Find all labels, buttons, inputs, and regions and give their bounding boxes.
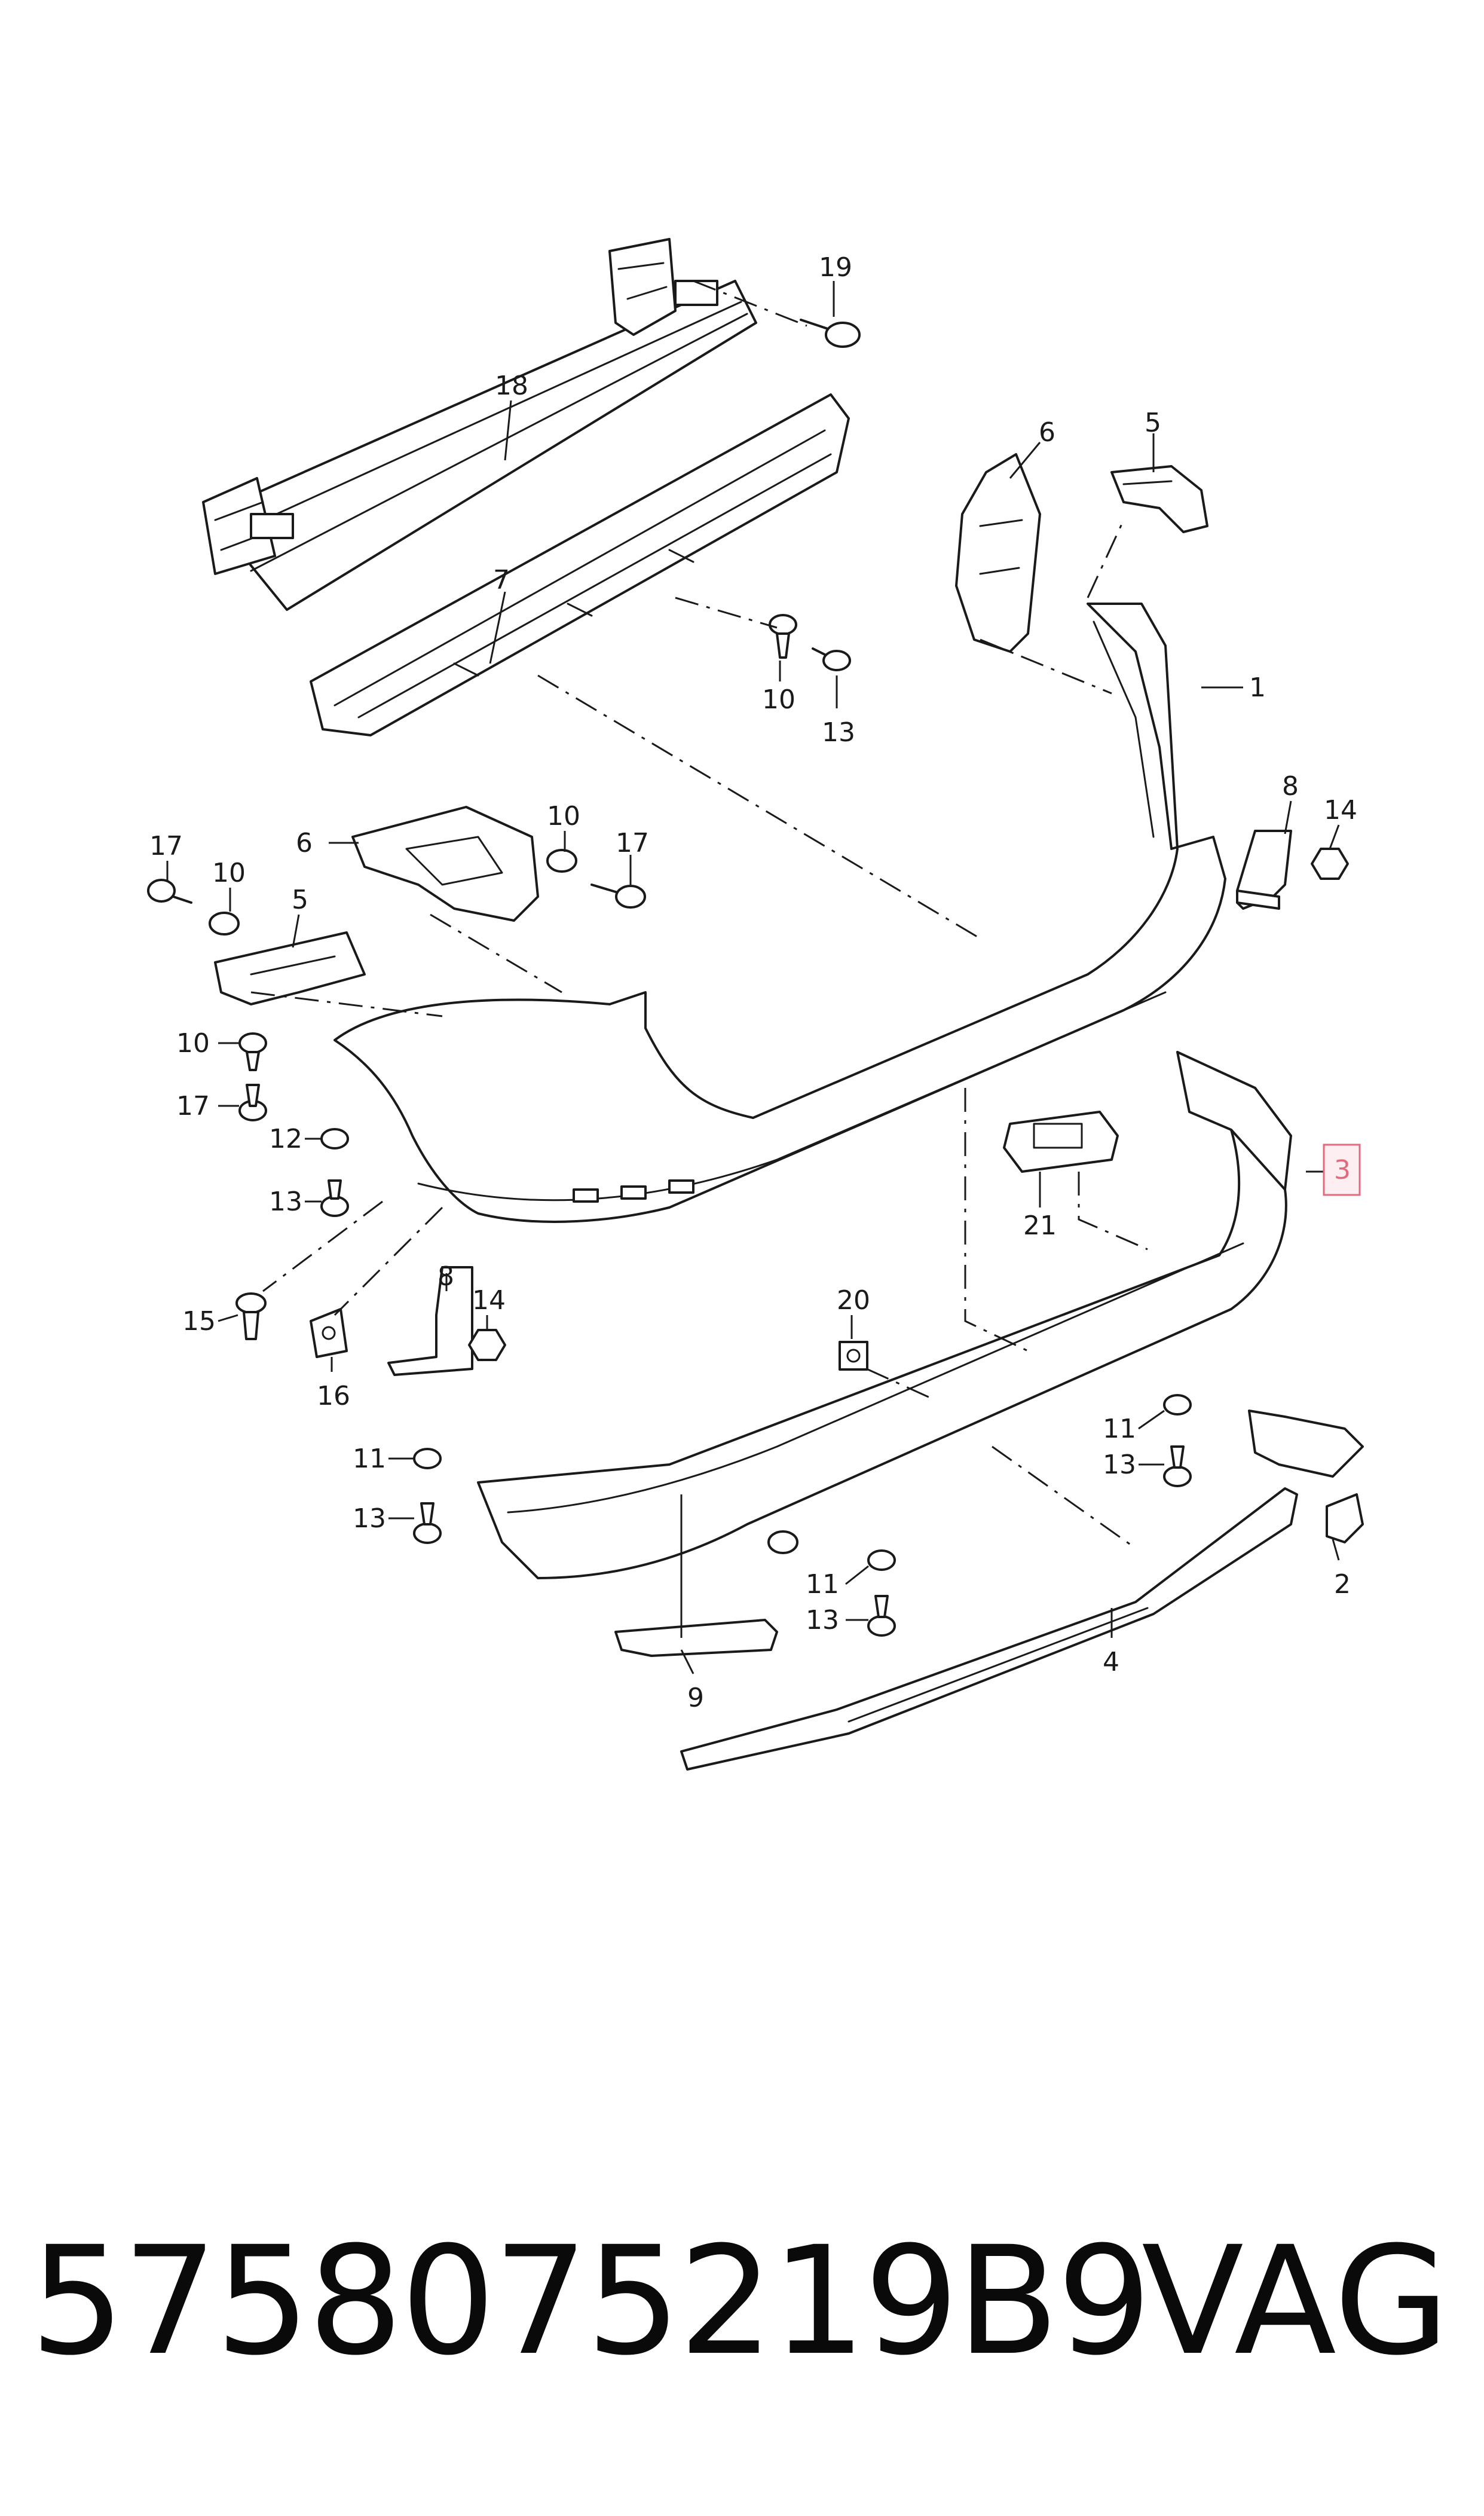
part-4-diffuser-trim bbox=[680, 1487, 1298, 1771]
part-7-absorber bbox=[310, 393, 850, 736]
callout-6-left: 6 bbox=[296, 828, 313, 858]
callout-10-upper: 10 bbox=[547, 801, 580, 831]
part-6-left-bracket bbox=[351, 806, 539, 922]
callout-21: 21 bbox=[1023, 1210, 1057, 1241]
part-2-end-cap bbox=[1248, 1410, 1364, 1543]
callout-17-left: 17 bbox=[149, 831, 183, 861]
callout-13-right: 13 bbox=[1103, 1450, 1136, 1480]
callout-2: 2 bbox=[1334, 1569, 1351, 1600]
brand-label: VAG bbox=[1142, 2214, 1450, 2388]
callout-5-right: 5 bbox=[1145, 408, 1161, 438]
part-9-trim-strip bbox=[614, 1619, 778, 1657]
callout-12: 12 bbox=[269, 1124, 302, 1154]
callout-4: 4 bbox=[1103, 1647, 1119, 1677]
callout-14-right: 14 bbox=[1324, 795, 1357, 826]
callout-11-right: 11 bbox=[1103, 1414, 1136, 1444]
callout-13-bottom-left: 13 bbox=[353, 1503, 386, 1534]
part-16-nut-clip bbox=[310, 1308, 348, 1358]
callout-16: 16 bbox=[317, 1381, 350, 1411]
part-6-right-bracket bbox=[955, 453, 1041, 653]
part-15-rivet bbox=[235, 1292, 267, 1340]
part-5-right-guide bbox=[1110, 465, 1208, 533]
callout-10-top: 10 bbox=[762, 684, 795, 715]
footer: 5758075219B9 VAG bbox=[0, 2212, 1484, 2391]
callout-labels: 19 18 6 5 7 10 13 1 8 14 6 10 17 17 10 5… bbox=[149, 252, 1361, 1713]
callout-3[interactable]: 3 bbox=[1334, 1155, 1351, 1185]
callout-11-bottom-left: 11 bbox=[353, 1444, 386, 1474]
part-number: 5758075219B9 bbox=[30, 2214, 1152, 2388]
callout-9: 9 bbox=[687, 1683, 704, 1713]
part-21-cover-plate bbox=[1003, 1111, 1119, 1173]
assembly-lines bbox=[250, 280, 1148, 1549]
part-3-bumper-cover-lower bbox=[477, 1051, 1292, 1579]
callout-13-bottom-mid: 13 bbox=[806, 1605, 839, 1635]
callout-17-lower: 17 bbox=[176, 1091, 210, 1121]
callout-3-highlight bbox=[1323, 1144, 1361, 1196]
callout-5-left: 5 bbox=[292, 885, 308, 915]
part-8-14-left-bracket-nut bbox=[387, 1266, 506, 1376]
leader-lines bbox=[166, 281, 1340, 1674]
part-19-screw bbox=[800, 319, 861, 348]
callout-13-left: 13 bbox=[269, 1187, 302, 1217]
callout-19: 19 bbox=[819, 252, 852, 283]
part-1-bumper-cover-upper bbox=[333, 603, 1226, 1223]
callout-8-left: 8 bbox=[437, 1261, 454, 1292]
callout-13-top: 13 bbox=[822, 717, 855, 748]
callout-11-bottom-mid: 11 bbox=[806, 1569, 839, 1600]
callout-6-right: 6 bbox=[1039, 417, 1055, 448]
callout-1: 1 bbox=[1249, 672, 1266, 703]
callout-18: 18 bbox=[495, 371, 528, 401]
part-20-clip bbox=[839, 1341, 868, 1371]
fasteners bbox=[147, 614, 1192, 1637]
callout-7: 7 bbox=[493, 565, 510, 595]
part-18-bumper-carrier bbox=[202, 238, 757, 611]
callout-17-upper: 17 bbox=[616, 828, 649, 858]
part-8-14-right-bracket-nut bbox=[1236, 830, 1349, 910]
callout-8-right: 8 bbox=[1282, 771, 1299, 802]
callout-15: 15 bbox=[182, 1306, 216, 1337]
callout-10-left: 10 bbox=[212, 858, 246, 888]
callout-14-left: 14 bbox=[472, 1285, 506, 1316]
callout-20: 20 bbox=[837, 1285, 870, 1316]
callout-10-lower: 10 bbox=[176, 1028, 210, 1059]
part-5-left-guide bbox=[214, 931, 366, 1005]
